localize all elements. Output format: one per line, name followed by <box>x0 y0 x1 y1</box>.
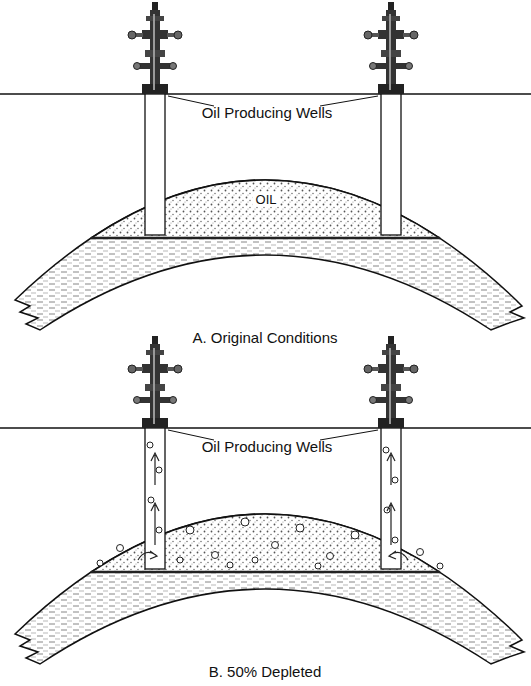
well-label: Oil Producing Wells <box>202 438 333 455</box>
original-reservoir-illustration <box>0 2 531 330</box>
oil-zone-label: OIL <box>253 192 280 207</box>
well-label: Oil Producing Wells <box>202 104 333 121</box>
depleted-reservoir-illustration <box>0 336 531 664</box>
panel-caption: A. Original Conditions <box>192 329 337 346</box>
flow-arrows <box>138 453 408 560</box>
gas-bubbles <box>97 442 443 569</box>
panel-caption: B. 50% Depleted <box>209 663 322 680</box>
